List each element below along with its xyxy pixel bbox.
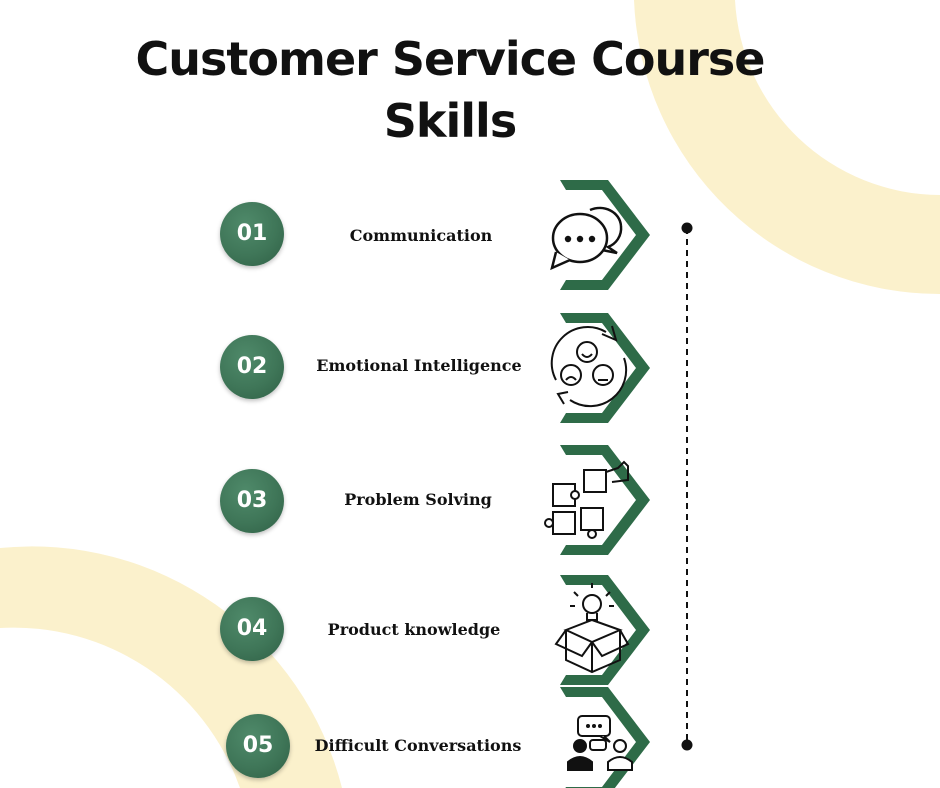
icon-frame-4 (560, 575, 650, 685)
top-right-arc (634, 0, 940, 295)
step-number-2: 02 (220, 335, 284, 399)
people-talking-icon (567, 715, 633, 771)
puzzle-pieces-icon (544, 460, 629, 539)
timeline-end-dot (681, 739, 693, 751)
skill-label-5: Difficult Conversations (314, 736, 522, 755)
icon-frame-3 (560, 445, 650, 555)
skill-label-4: Product knowledge (327, 620, 501, 639)
step-number-1: 01 (220, 202, 284, 266)
step-number-4: 04 (220, 597, 284, 661)
page-title: Customer Service Course Skills (135, 32, 766, 148)
chat-bubbles-icon (550, 206, 623, 271)
skill-label-1: Communication (349, 226, 493, 245)
timeline-start-dot (681, 222, 693, 234)
step-number-5: 05 (226, 714, 290, 778)
lightbulb-box-icon (554, 583, 630, 674)
emotion-faces-cycle-icon (550, 325, 628, 408)
skill-label-3: Problem Solving (344, 490, 492, 509)
skill-label-2: Emotional Intelligence (316, 356, 522, 375)
step-number-3: 03 (220, 469, 284, 533)
